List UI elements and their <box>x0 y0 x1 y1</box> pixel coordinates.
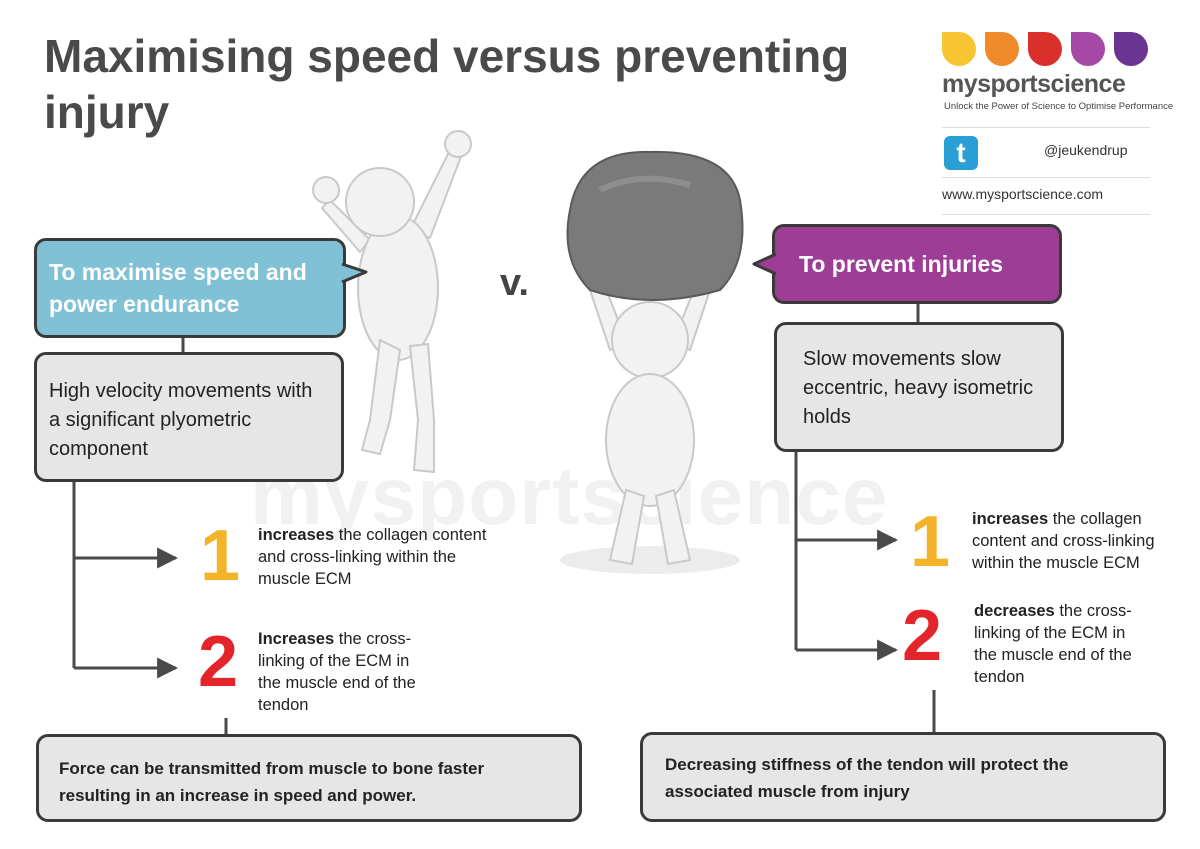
jumping-figure-illustration <box>312 130 472 474</box>
logo-drop-purple <box>1114 32 1148 66</box>
watermark-text: mysportscience <box>250 451 889 542</box>
left-header-box: To maximise speed and power endurance <box>34 238 346 338</box>
brand-tagline: Unlock the Power of Science to Optimise … <box>944 101 1174 112</box>
number-one: 1 <box>910 502 951 582</box>
right-effect-1: increases the collagen content and cross… <box>972 508 1197 574</box>
effect-lead: increases <box>972 510 1049 528</box>
number-two: 2 <box>198 622 239 702</box>
effect-lead: decreases <box>974 602 1055 620</box>
brand-logo <box>942 32 1152 66</box>
divider <box>942 177 1150 178</box>
page-title: Maximising speed versus preventing injur… <box>44 30 850 138</box>
left-conclusion-box: Force can be transmitted from muscle to … <box>36 734 582 822</box>
rock-lifting-figure-illustration <box>560 150 744 574</box>
right-conclusion-box: Decreasing stiffness of the tendon will … <box>640 732 1166 822</box>
right-effect-2: decreases the cross-linking of the ECM i… <box>974 600 1144 688</box>
logo-drop-yellow <box>942 32 976 66</box>
effect-lead: increases <box>258 526 335 544</box>
effect-text: the collagen content and cross-linking w… <box>972 510 1155 572</box>
logo-drop-orange <box>985 32 1019 66</box>
right-description-box: Slow movements slow eccentric, heavy iso… <box>774 322 1064 452</box>
logo-drop-pink <box>1071 32 1105 66</box>
speech-tail <box>341 262 368 284</box>
divider <box>942 214 1150 215</box>
left-effect-1: increases the collagen content and cross… <box>258 524 488 590</box>
divider <box>942 127 1150 128</box>
website-link[interactable]: www.mysportscience.com <box>942 186 1104 202</box>
effect-text: the cross-linking of the ECM in the musc… <box>258 630 416 714</box>
left-description-box: High velocity movements with a significa… <box>34 352 344 482</box>
left-effect-2: Increases the cross-linking of the ECM i… <box>258 628 433 716</box>
twitter-handle[interactable]: @jeukendrup <box>1044 142 1128 158</box>
twitter-icon[interactable]: t <box>944 136 978 170</box>
speech-tail <box>752 252 777 276</box>
effect-lead: Increases <box>258 630 335 648</box>
versus-label: v. <box>500 262 529 304</box>
effect-text: the collagen content and cross-linking w… <box>258 526 487 588</box>
right-header-box: To prevent injuries <box>772 224 1062 304</box>
number-two: 2 <box>902 596 943 676</box>
logo-drop-red <box>1028 32 1062 66</box>
number-one: 1 <box>200 516 241 596</box>
effect-text: the cross-linking of the ECM in the musc… <box>974 602 1132 686</box>
brand-name: mysportscience <box>942 70 1126 98</box>
